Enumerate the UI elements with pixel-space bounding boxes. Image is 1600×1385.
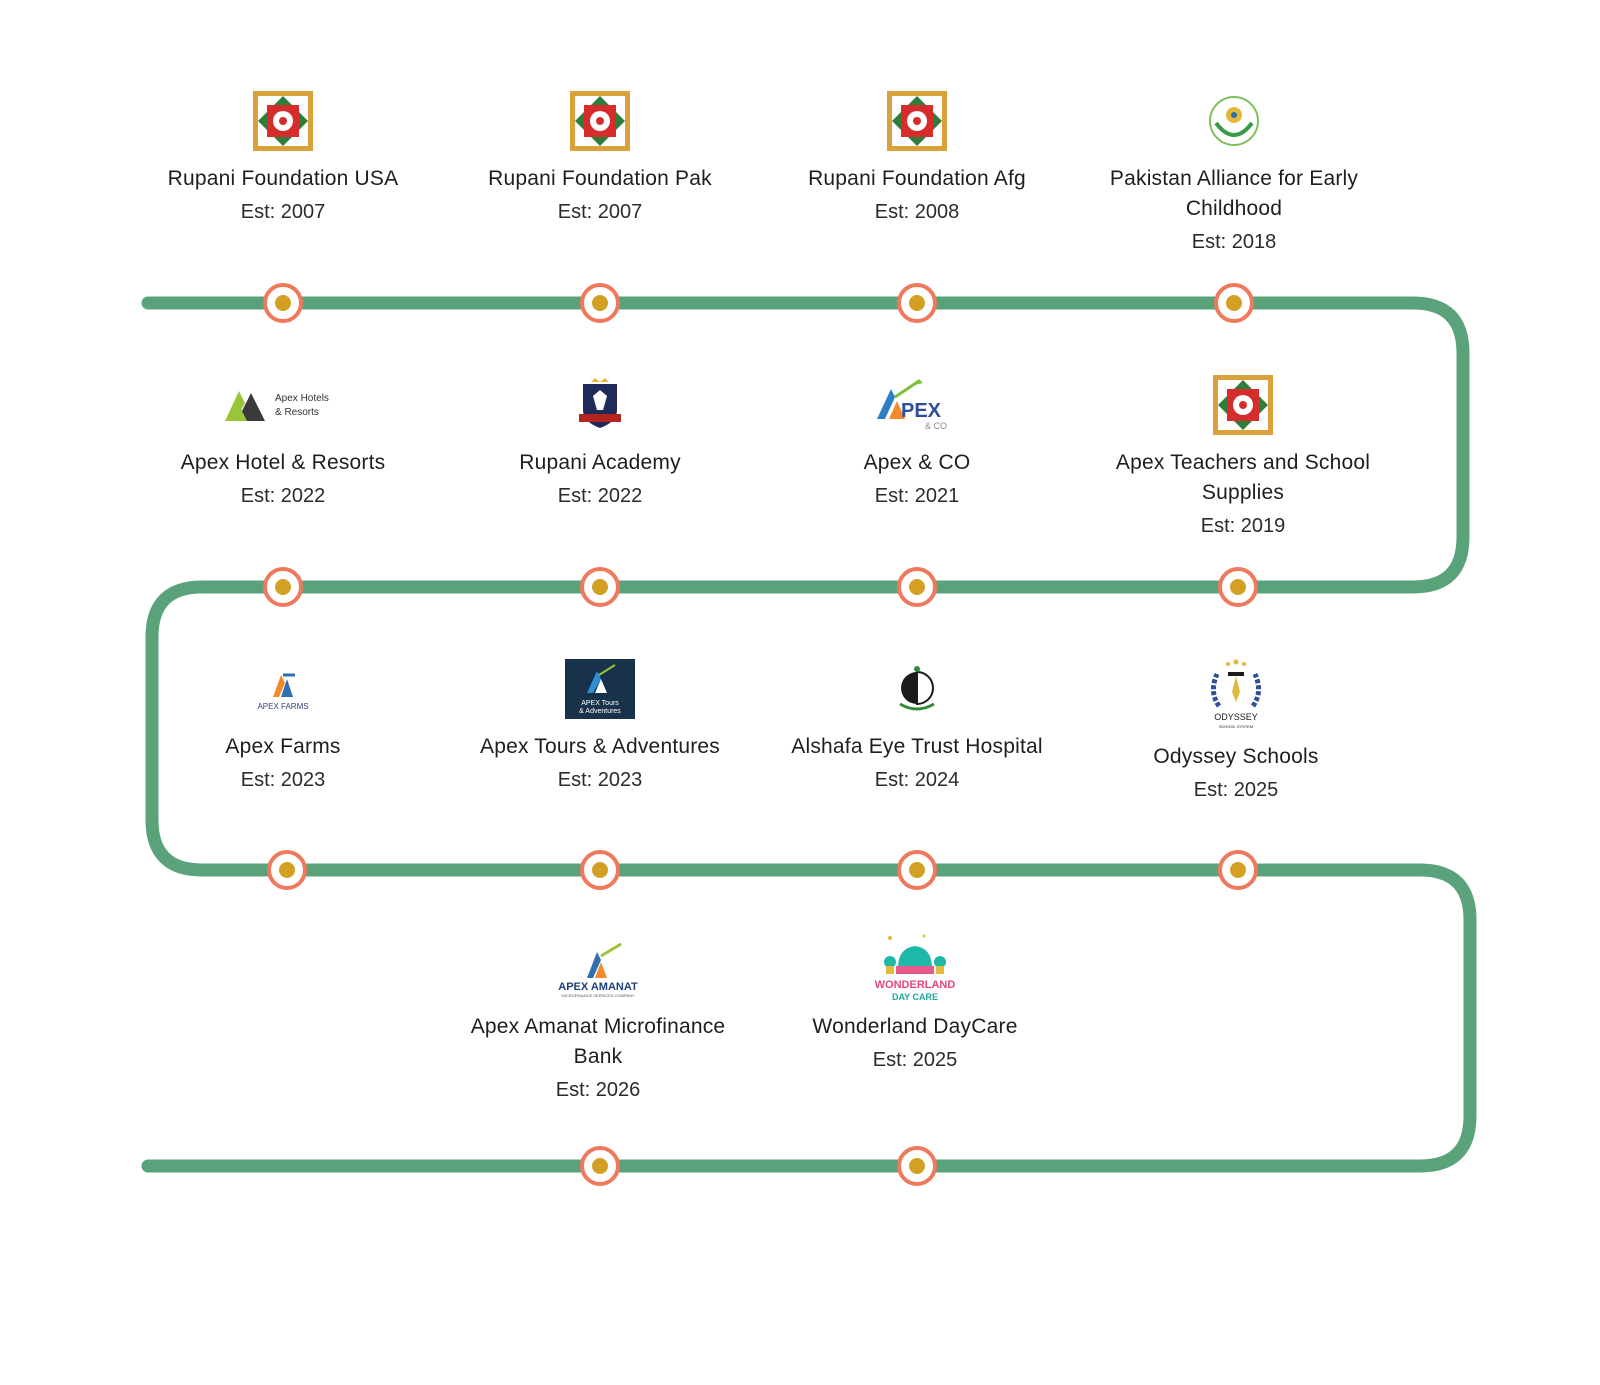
org-established: Est: 2025 [872, 1049, 958, 1071]
org-established: Est: 2023 [240, 769, 326, 791]
timeline-marker [897, 567, 937, 607]
timeline-marker [1218, 850, 1258, 890]
logo-text: DAY CARE [892, 992, 938, 1002]
wonderland-logo: WONDERLAND DAY CARE [785, 934, 1045, 1002]
org-name: Rupani Foundation USA [167, 167, 399, 190]
timeline-marker [580, 850, 620, 890]
org-card-odyssey: ODYSSEY SCHOOL SYSTEM Odyssey Schools Es… [1106, 656, 1366, 805]
org-established: Est: 2007 [240, 201, 326, 223]
timeline-marker [263, 567, 303, 607]
logo-text: APEX AMANAT [558, 981, 638, 993]
apex-co-logo: PEX & CO [787, 372, 1047, 438]
org-card-apex-tours: APEX Tours & Adventures Apex Tours & Adv… [470, 656, 730, 795]
apex-hotels-logo: Apex Hotels & Resorts [153, 372, 413, 438]
logo-text: PEX [901, 400, 942, 422]
apex-amanat-logo: APEX AMANAT MICROFINANCE SERVICES COMPAN… [468, 936, 728, 1002]
timeline-marker [267, 850, 307, 890]
timeline-marker [580, 1146, 620, 1186]
org-established: Est: 2019 [1200, 515, 1286, 537]
org-card-wonderland: WONDERLAND DAY CARE Wonderland DayCare E… [785, 934, 1045, 1075]
org-card-apex-hotel: Apex Hotels & Resorts Apex Hotel & Resor… [153, 372, 413, 511]
logo-text: MICROFINANCE SERVICES COMPANY [561, 993, 635, 998]
org-name: Odyssey Schools [1153, 745, 1319, 768]
timeline-marker [897, 1146, 937, 1186]
logo-text: & Resorts [275, 407, 319, 418]
apex-tours-logo: APEX Tours & Adventures [470, 656, 730, 722]
timeline-marker [1218, 567, 1258, 607]
org-established: Est: 2023 [557, 769, 643, 791]
logo-text: APEX Tours [581, 700, 619, 707]
logo-text: ODYSSEY [1214, 712, 1258, 722]
org-name: Rupani Foundation Pak [488, 167, 712, 190]
org-card-rupani-foundation-afg: Rupani Foundation Afg Est: 2008 [787, 88, 1047, 227]
rupani-foundation-logo [153, 88, 413, 154]
rupani-foundation-logo [470, 88, 730, 154]
org-established: Est: 2018 [1191, 231, 1277, 253]
org-card-rupani-academy: Rupani Academy Est: 2022 [470, 372, 730, 511]
org-card-rupani-foundation-pak: Rupani Foundation Pak Est: 2007 [470, 88, 730, 227]
org-card-apex-co: PEX & CO Apex & CO Est: 2021 [787, 372, 1047, 511]
logo-text: APEX FARMS [257, 702, 308, 711]
org-established: Est: 2007 [557, 201, 643, 223]
timeline-marker [263, 283, 303, 323]
org-established: Est: 2025 [1193, 779, 1279, 801]
org-card-apex-farms: APEX FARMS Apex Farms Est: 2023 [153, 656, 413, 795]
org-name: Rupani Academy [519, 451, 681, 474]
org-name: Apex Hotel & Resorts [180, 451, 386, 474]
logo-text: & CO [925, 421, 947, 431]
rupani-academy-crest-logo [470, 372, 730, 438]
logo-text: SCHOOL SYSTEM [1219, 724, 1253, 729]
org-name: Apex Teachers and School Supplies [1115, 451, 1371, 504]
org-name: Wonderland DayCare [812, 1015, 1018, 1038]
timeline-marker [1214, 283, 1254, 323]
logo-text: Apex Hotels [275, 393, 329, 404]
org-established: Est: 2022 [240, 485, 326, 507]
timeline-marker [897, 283, 937, 323]
org-card-alshafa: Alshafa Eye Trust Hospital Est: 2024 [787, 656, 1047, 795]
org-name: Pakistan Alliance for Early Childhood [1109, 167, 1359, 220]
alshafa-eye-logo [787, 656, 1047, 722]
org-established: Est: 2021 [874, 485, 960, 507]
timeline-marker [580, 283, 620, 323]
odyssey-laurel-logo: ODYSSEY SCHOOL SYSTEM [1106, 656, 1366, 732]
org-name: Apex & CO [863, 451, 971, 474]
apex-farms-logo: APEX FARMS [153, 656, 413, 722]
rupani-foundation-logo [1113, 372, 1373, 438]
rupani-foundation-logo [787, 88, 1047, 154]
org-name: Apex Amanat Microfinance Bank [470, 1015, 726, 1068]
org-card-apex-amanat: APEX AMANAT MICROFINANCE SERVICES COMPAN… [468, 936, 728, 1105]
timeline-marker [897, 850, 937, 890]
org-name: Alshafa Eye Trust Hospital [791, 735, 1043, 758]
org-card-apex-teachers: Apex Teachers and School Supplies Est: 2… [1113, 372, 1373, 541]
paec-logo [1104, 88, 1364, 154]
org-card-pakistan-alliance: Pakistan Alliance for Early Childhood Es… [1104, 88, 1364, 257]
org-name: Apex Tours & Adventures [479, 735, 721, 758]
org-established: Est: 2024 [874, 769, 960, 791]
logo-text: & Adventures [579, 708, 621, 715]
org-name: Rupani Foundation Afg [808, 167, 1026, 190]
org-established: Est: 2022 [557, 485, 643, 507]
logo-text: WONDERLAND [875, 979, 956, 991]
org-name: Apex Farms [225, 735, 341, 758]
org-card-rupani-foundation-usa: Rupani Foundation USA Est: 2007 [153, 88, 413, 227]
org-established: Est: 2008 [874, 201, 960, 223]
timeline-marker [580, 567, 620, 607]
track-path [141, 296, 1477, 1173]
org-established: Est: 2026 [555, 1079, 641, 1101]
